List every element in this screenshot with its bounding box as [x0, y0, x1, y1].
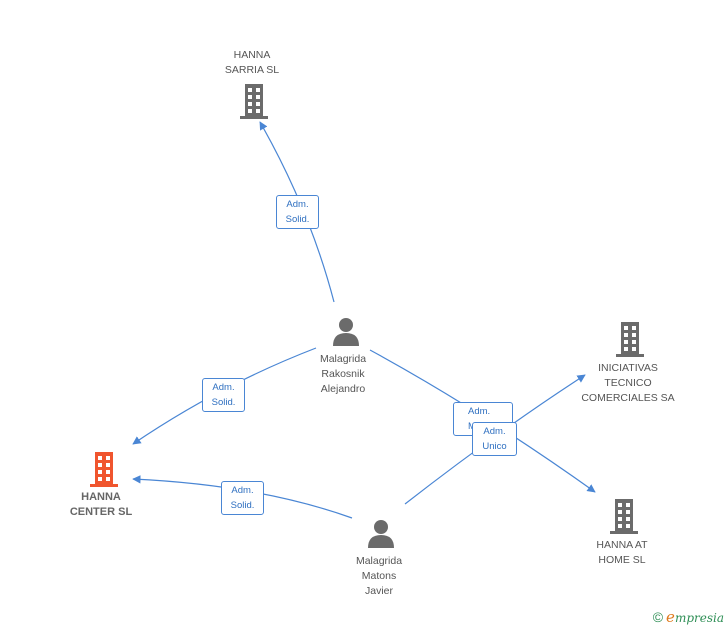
edge-label-adm-solid[interactable]: Adm. Solid. [276, 195, 319, 229]
building-icon[interactable] [614, 321, 646, 357]
node-label-hanna-sarria[interactable]: HANNA SARRIA SL [224, 49, 280, 76]
edge-label-adm-solid[interactable]: Adm. Solid. [202, 378, 245, 412]
node-label-iniciativas[interactable]: INICIATIVAS TECNICO COMERCIALES SA [581, 362, 675, 404]
edge-label-adm-unico[interactable]: Adm. Unico [472, 422, 517, 456]
node-label-hanna-at-home[interactable]: HANNA AT HOME SL [596, 539, 648, 566]
node-label-malagrida-rakosnik[interactable]: Malagrida Rakosnik Alejandro [319, 353, 367, 395]
building-icon[interactable] [238, 83, 270, 119]
building-icon[interactable] [608, 498, 640, 534]
brand-name: mpresia [674, 611, 724, 625]
empresia-watermark: ©empresia [653, 608, 724, 626]
node-label-malagrida-matons[interactable]: Malagrida Matons Javier [355, 555, 403, 597]
person-icon[interactable] [366, 518, 396, 548]
edge-label-adm-solid[interactable]: Adm. Solid. [221, 481, 264, 515]
node-label-hanna-center[interactable]: HANNA CENTER SL [69, 491, 133, 518]
building-icon-focus[interactable] [88, 451, 120, 487]
copyright-icon: © [652, 609, 664, 625]
person-icon[interactable] [331, 316, 361, 346]
brand-initial: e [666, 608, 675, 626]
